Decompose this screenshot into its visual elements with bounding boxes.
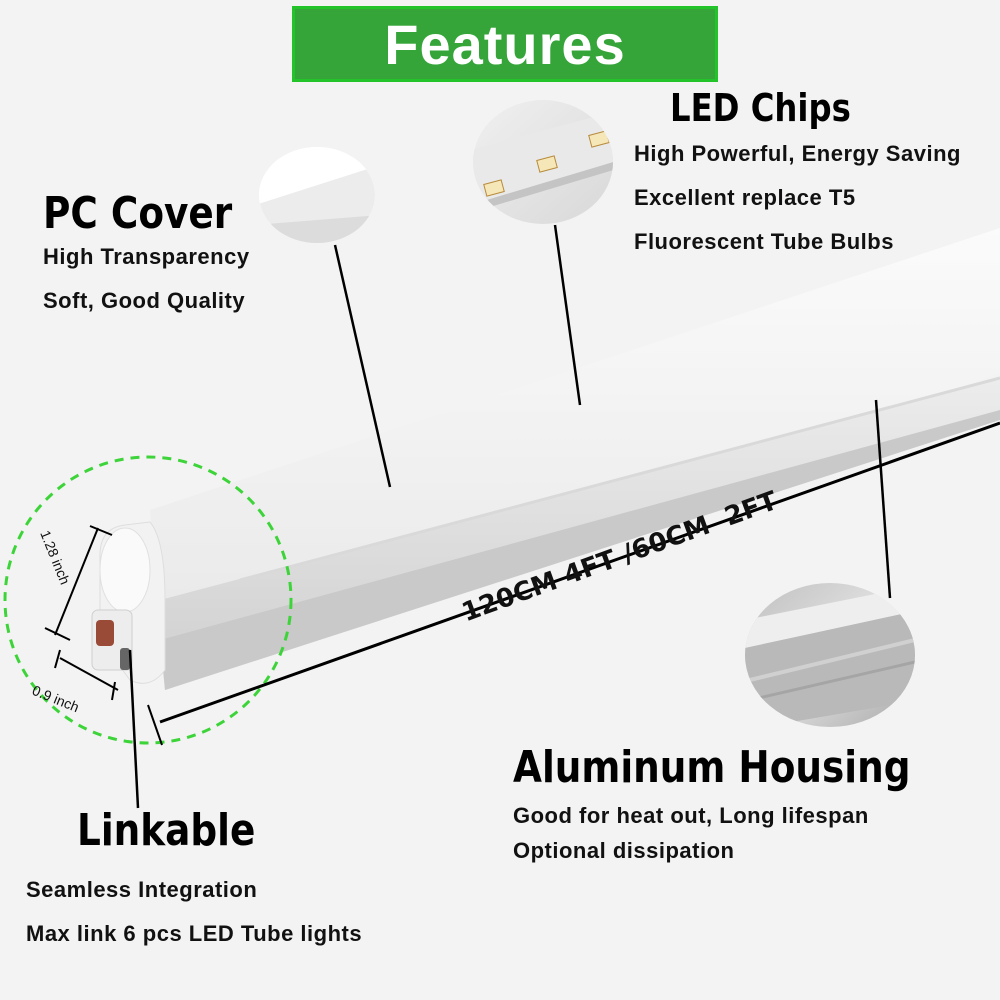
led-chips-line-1: High Powerful, Energy Saving — [634, 141, 961, 166]
aluminum-closeup — [745, 583, 915, 727]
connector-dimension-lines — [44, 525, 119, 701]
banner-title: Features — [384, 12, 626, 76]
pointer-lines — [128, 224, 892, 809]
linkable-line-1: Seamless Integration — [26, 877, 258, 902]
pc-cover-line-1: High Transparency — [43, 244, 250, 269]
aluminum-title: Aluminum Housing — [513, 742, 911, 793]
led-chips-line-2: Excellent replace T5 — [634, 185, 856, 210]
pc-cover-closeup — [259, 147, 375, 243]
led-tube — [91, 228, 1000, 690]
pc-cover-line-2: Soft, Good Quality — [43, 288, 246, 313]
features-banner: Features — [292, 6, 718, 82]
aluminum-line-1: Good for heat out, Long lifespan — [513, 803, 869, 828]
connector-highlight-circle — [3, 455, 293, 745]
linkable-line-2: Max link 6 pcs LED Tube lights — [26, 921, 363, 946]
linkable-title: Linkable — [77, 805, 256, 856]
led-chip-closeup — [473, 100, 613, 224]
led-chips-line-3: Fluorescent Tube Bulbs — [634, 229, 894, 254]
aluminum-line-2: Optional dissipation — [513, 838, 735, 863]
led-chips-title: LED Chips — [670, 86, 851, 130]
pc-cover-title: PC Cover — [43, 188, 233, 239]
length-dimension-line — [147, 421, 1000, 746]
